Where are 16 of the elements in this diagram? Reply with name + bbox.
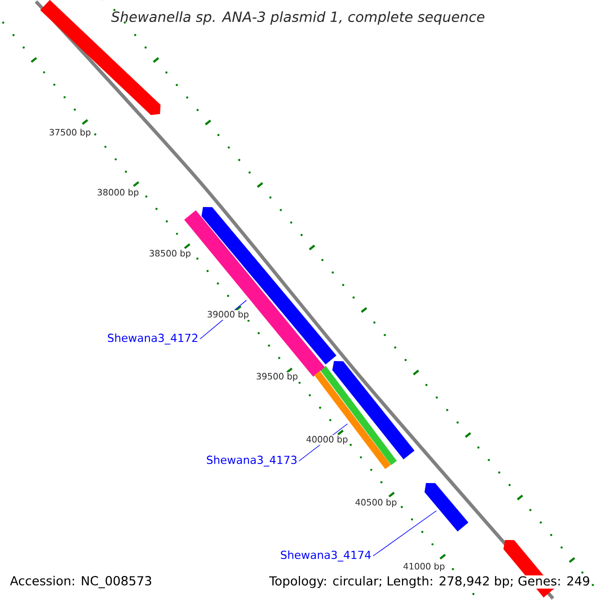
- gene-label: Shewana3_4172: [108, 334, 198, 345]
- position-label: 41000 bp: [402, 562, 446, 572]
- position-label: 39500 bp: [255, 372, 299, 382]
- position-label: 38500 bp: [148, 249, 192, 259]
- leader-line: [372, 510, 437, 556]
- title: Shewanella sp. ANA-3 plasmid 1, complete sequence: [111, 11, 484, 25]
- position-label: 40000 bp: [305, 435, 349, 445]
- gene-label: Shewana3_4174: [280, 550, 371, 562]
- position-label: 37500 bp: [48, 128, 92, 138]
- position-label: 40500 bp: [354, 498, 398, 508]
- position-label: 39000 bp: [206, 310, 250, 320]
- gene-label: Shewana3_4173: [206, 456, 296, 467]
- position-label: 38000 bp: [96, 188, 140, 198]
- summary-text: Topology: circular; Length: 278,942 bp; Genes: 249: [268, 575, 591, 589]
- gene-bar: [424, 483, 468, 532]
- accession-text: Accession: NC_008573: [10, 576, 152, 588]
